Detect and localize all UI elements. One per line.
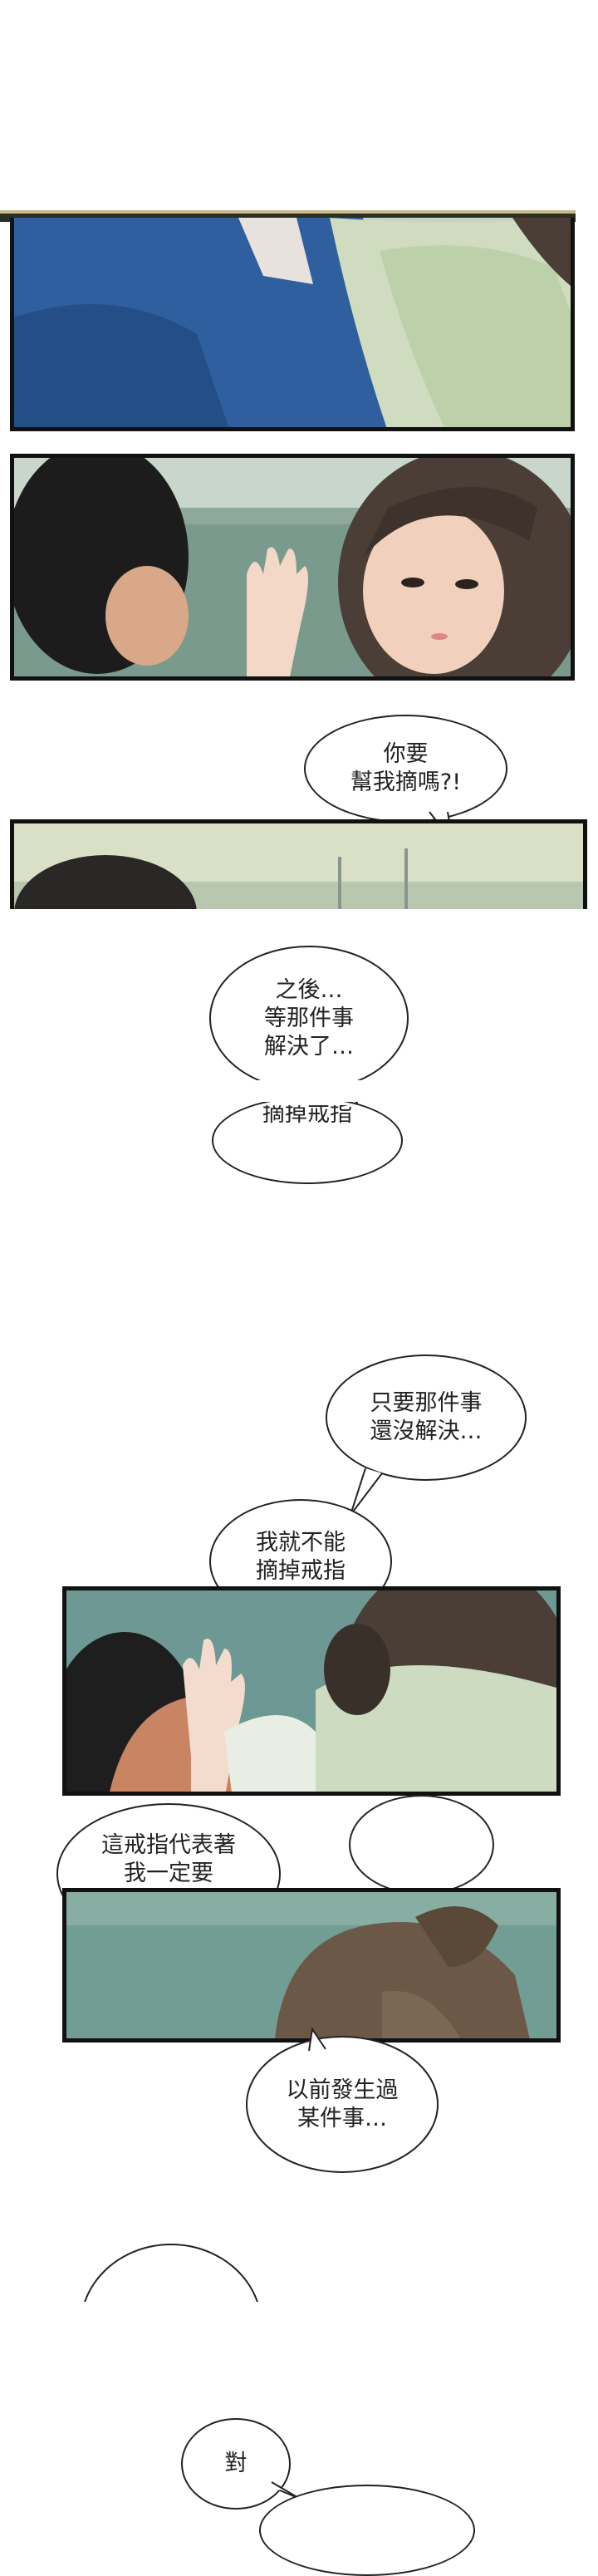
speech-bubble-2: 之後… 等那件事 解決了… bbox=[209, 946, 409, 1091]
bubble-4-tail bbox=[350, 1467, 383, 1516]
webtoon-strip: 你要 幫我摘嗎?! 之後… 等那件事 解決了… 摘掉戒指 只要那件事 還沒解決…… bbox=[0, 210, 587, 2576]
speech-bubble-11 bbox=[259, 2485, 475, 2576]
bubble-3-mask bbox=[199, 1080, 415, 1102]
panel-hug-art bbox=[14, 218, 571, 427]
panel-wave bbox=[10, 454, 575, 681]
speech-bubble-4: 只要那件事 還沒解決… bbox=[326, 1354, 527, 1481]
panel-hands bbox=[62, 1586, 561, 1796]
speech-bubble-7 bbox=[349, 1795, 494, 1895]
panel-hug bbox=[10, 218, 575, 431]
panel-back-head-art bbox=[66, 1892, 556, 2038]
bubble-3-text: 摘掉戒指 bbox=[262, 1101, 352, 1127]
bubble-9-mask bbox=[66, 2302, 282, 2426]
panel-top-accent bbox=[0, 210, 576, 214]
bubble-8-tail bbox=[308, 2028, 326, 2052]
speech-bubble-3: 摘掉戒指 bbox=[212, 1097, 403, 1184]
speech-bubble-1: 你要 幫我摘嗎?! bbox=[304, 715, 507, 823]
panel-wave-art bbox=[14, 458, 571, 676]
panel-window-strip bbox=[10, 819, 587, 909]
panel-hands-art bbox=[66, 1590, 556, 1792]
panel-window-art bbox=[14, 823, 583, 909]
panel-back-head bbox=[62, 1888, 561, 2043]
bubble-5-text: 我就不能 摘掉戒指 bbox=[256, 1530, 346, 1584]
speech-bubble-8: 以前發生過 某件事… bbox=[246, 2036, 439, 2173]
